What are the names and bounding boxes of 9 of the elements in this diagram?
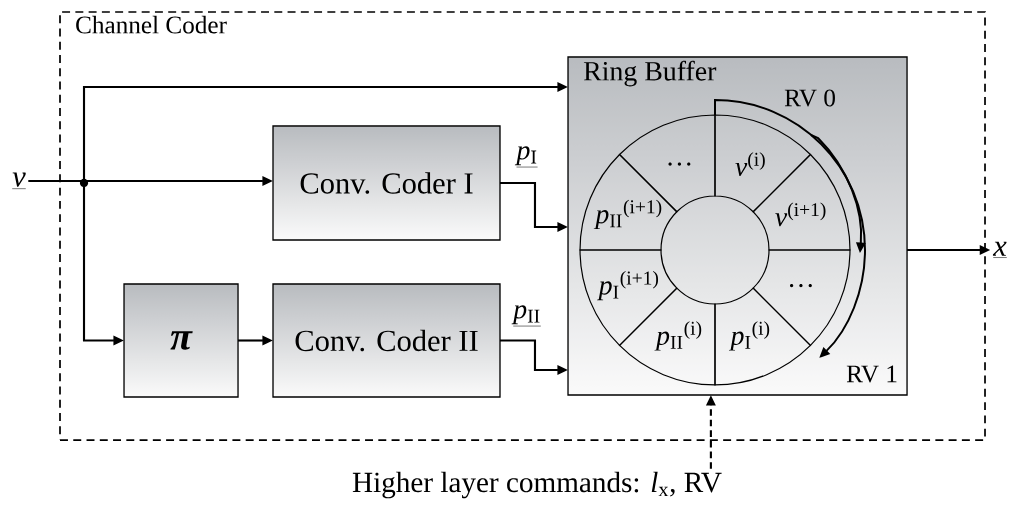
- edge-label: p$_{II}$: [511, 305, 542, 327]
- arrow-label: RV 0: [784, 89, 835, 107]
- arrow-label: RV 1: [846, 365, 897, 383]
- buffer-segment: p$_{I}$(i): [714, 287, 812, 386]
- edge-label: p$_{I}$: [514, 146, 538, 168]
- coder-box: Conv. Coder I: [272, 125, 501, 241]
- interleaver-box: π: [123, 283, 239, 398]
- command-text: Higher layer commands: l$_{x}$, RV: [352, 471, 722, 499]
- coder-box: Conv. Coder II: [272, 283, 501, 398]
